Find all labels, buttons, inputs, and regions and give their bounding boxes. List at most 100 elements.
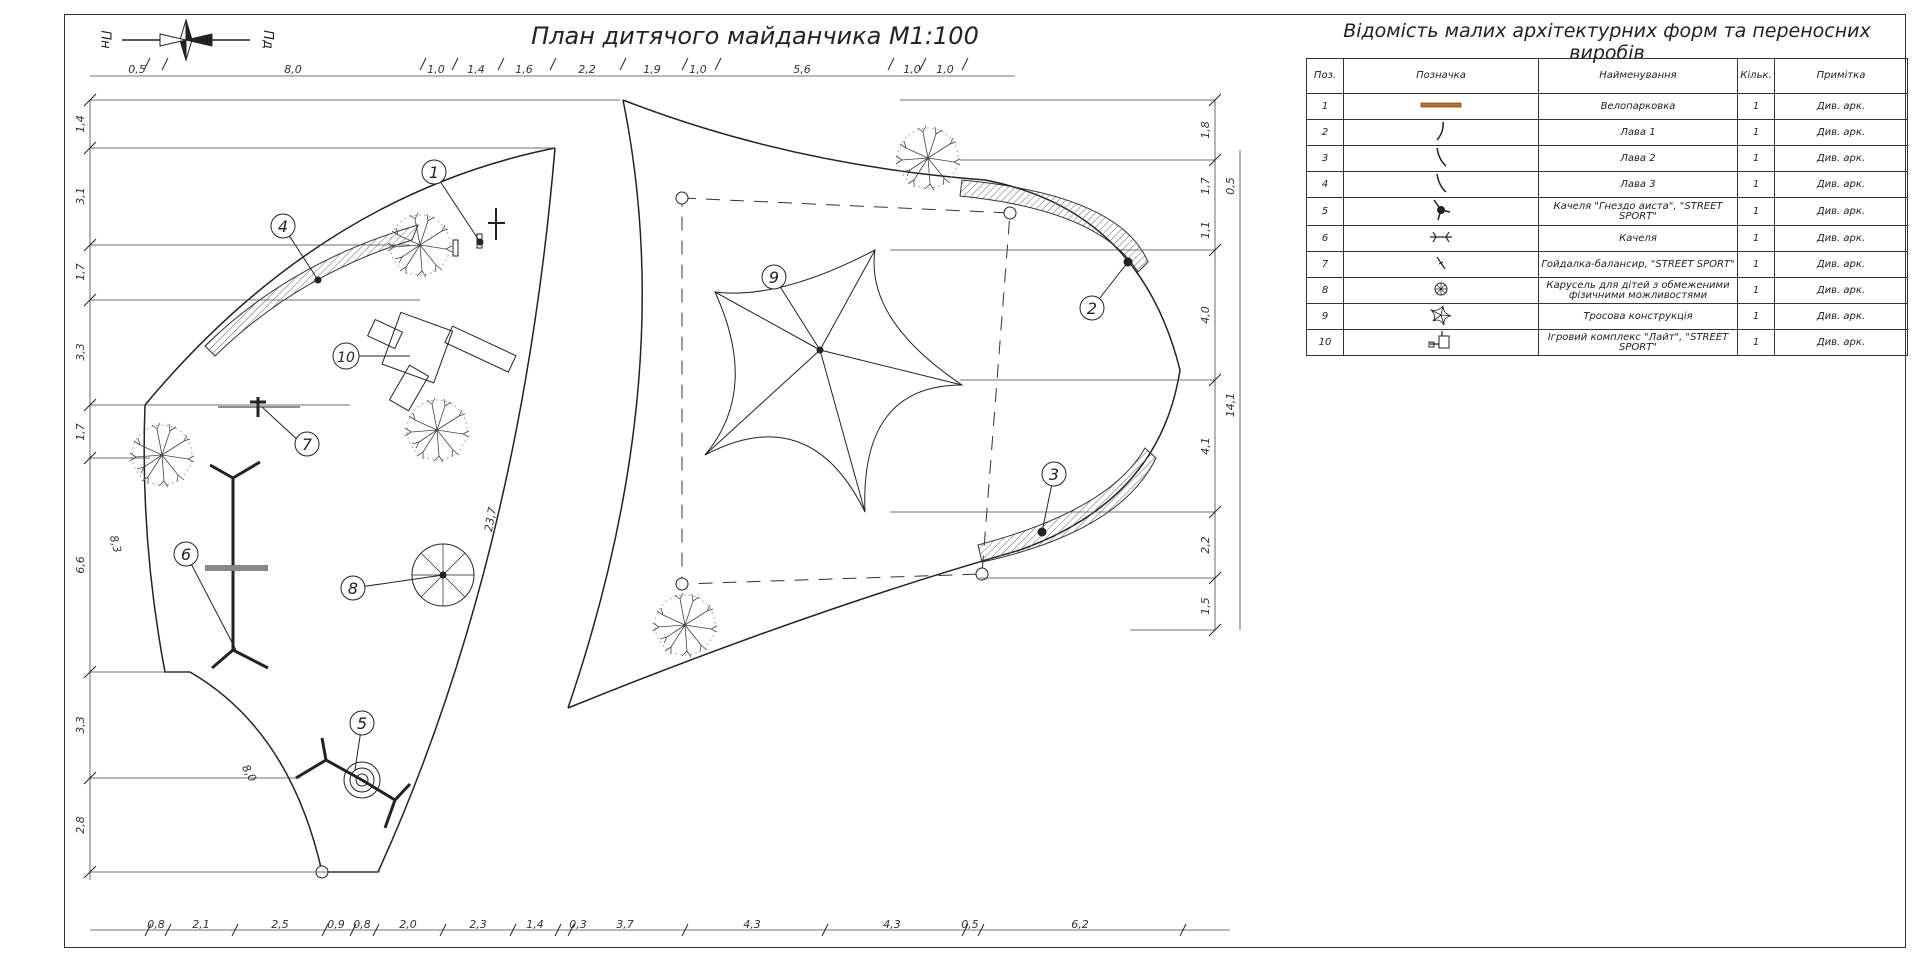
- spec-symbol: [1343, 329, 1539, 356]
- spec-name: Гойдалка-балансир, "STREET SPORT": [1538, 251, 1738, 278]
- carousel-icon: [1433, 281, 1449, 300]
- balance-seesaw-icon: [218, 397, 300, 417]
- callout-9: 9: [761, 264, 787, 290]
- spec-note: Див. арк.: [1774, 93, 1908, 120]
- svg-text:1,7: 1,7: [74, 423, 87, 441]
- svg-text:8,3: 8,3: [107, 534, 124, 554]
- svg-text:3,3: 3,3: [74, 716, 87, 734]
- svg-text:2,3: 2,3: [469, 918, 487, 931]
- spec-pos: 5: [1306, 197, 1344, 226]
- spec-name: Велопарковка: [1538, 93, 1738, 120]
- tree-icon: [895, 125, 961, 191]
- dashed-path: [681, 197, 1011, 585]
- col-name: Найменування: [1538, 58, 1738, 94]
- svg-text:1,5: 1,5: [1199, 597, 1212, 615]
- svg-text:1,7: 1,7: [74, 263, 87, 281]
- svg-text:3,3: 3,3: [74, 343, 87, 361]
- bench-icon: [1433, 120, 1449, 145]
- compass-north-label: Пн: [97, 30, 113, 49]
- spec-qty: 1: [1737, 277, 1775, 304]
- svg-text:2,2: 2,2: [1199, 536, 1212, 554]
- callouts: 1 2 3 4 5 6 7 8 9 10: [173, 159, 1105, 736]
- spec-name: Лава 1: [1538, 119, 1738, 146]
- bench-3: [977, 447, 1157, 563]
- spec-qty: 1: [1737, 171, 1775, 198]
- svg-text:1,0: 1,0: [427, 63, 445, 76]
- svg-text:2: 2: [1087, 299, 1097, 318]
- svg-text:1,4: 1,4: [467, 63, 485, 76]
- play-complex-icon: [1428, 330, 1454, 355]
- svg-text:1,0: 1,0: [936, 63, 954, 76]
- tree-icon: [129, 422, 195, 488]
- svg-text:10: 10: [337, 350, 355, 366]
- spec-note: Див. арк.: [1774, 303, 1908, 330]
- svg-text:1,8: 1,8: [1199, 121, 1212, 139]
- spec-symbol: [1343, 197, 1539, 226]
- spec-name: Ігровий комплекс "Лайт", "STREET SPORT": [1538, 329, 1738, 356]
- survey-points: [315, 191, 1017, 879]
- svg-text:1: 1: [429, 163, 439, 182]
- col-pos: Поз.: [1306, 58, 1344, 94]
- svg-text:7: 7: [302, 435, 313, 454]
- svg-text:1,4: 1,4: [526, 918, 544, 931]
- spec-table: Поз. Позначка Найменування Кільк. Приміт…: [1306, 58, 1908, 356]
- svg-text:1,6: 1,6: [515, 63, 533, 76]
- spec-qty: 1: [1737, 303, 1775, 330]
- spec-pos: 9: [1306, 303, 1344, 330]
- spec-qty: 1: [1737, 197, 1775, 226]
- svg-text:5: 5: [357, 714, 367, 733]
- spec-note: Див. арк.: [1774, 251, 1908, 278]
- bench-4: [204, 224, 419, 357]
- spec-note: Див. арк.: [1774, 197, 1908, 226]
- nest-swing-icon: [1428, 198, 1454, 225]
- svg-text:8: 8: [348, 579, 358, 598]
- bench-2: [959, 179, 1149, 273]
- rope-structure-icon: [1429, 304, 1453, 329]
- spec-qty: 1: [1737, 225, 1775, 252]
- spec-note: Див. арк.: [1774, 277, 1908, 304]
- spec-note: Див. арк.: [1774, 119, 1908, 146]
- compass-icon: [122, 18, 250, 62]
- spec-symbol: [1343, 251, 1539, 278]
- spec-pos: 4: [1306, 171, 1344, 198]
- svg-text:0,5: 0,5: [961, 918, 979, 931]
- svg-text:0,8: 0,8: [147, 918, 165, 931]
- rope-structure-icon: [704, 249, 964, 513]
- callout-3: 3: [1041, 461, 1067, 487]
- spec-pos: 8: [1306, 277, 1344, 304]
- svg-text:2,1: 2,1: [192, 918, 210, 931]
- callout-7: 7: [294, 431, 320, 457]
- svg-text:5,6: 5,6: [793, 63, 811, 76]
- spec-symbol: [1343, 303, 1539, 330]
- svg-text:0,9: 0,9: [327, 918, 345, 931]
- callout-6: 6: [173, 541, 199, 567]
- svg-text:2,8: 2,8: [74, 816, 87, 834]
- spec-pos: 3: [1306, 145, 1344, 172]
- svg-text:4,3: 4,3: [743, 918, 761, 931]
- svg-text:6,2: 6,2: [1071, 918, 1089, 931]
- svg-text:9: 9: [769, 268, 779, 287]
- compass-south-label: Пд: [259, 30, 275, 49]
- swing-icon: [205, 460, 269, 670]
- svg-text:3,7: 3,7: [616, 918, 634, 931]
- plan-title: План дитячого майданчика М1:100: [531, 22, 979, 50]
- callout-4: 4: [270, 213, 296, 239]
- balance-seesaw-icon: [1434, 255, 1448, 274]
- spec-symbol: [1343, 119, 1539, 146]
- spec-symbol: [1343, 225, 1539, 252]
- svg-text:1,0: 1,0: [689, 63, 707, 76]
- callout-5: 5: [349, 710, 375, 736]
- svg-text:8,0: 8,0: [239, 762, 259, 784]
- spec-header-row: Поз. Позначка Найменування Кільк. Приміт…: [1306, 58, 1908, 94]
- svg-text:4,0: 4,0: [1199, 306, 1212, 324]
- col-qty: Кільк.: [1737, 58, 1775, 94]
- svg-text:8,0: 8,0: [284, 63, 302, 76]
- callout-2: 2: [1079, 295, 1105, 321]
